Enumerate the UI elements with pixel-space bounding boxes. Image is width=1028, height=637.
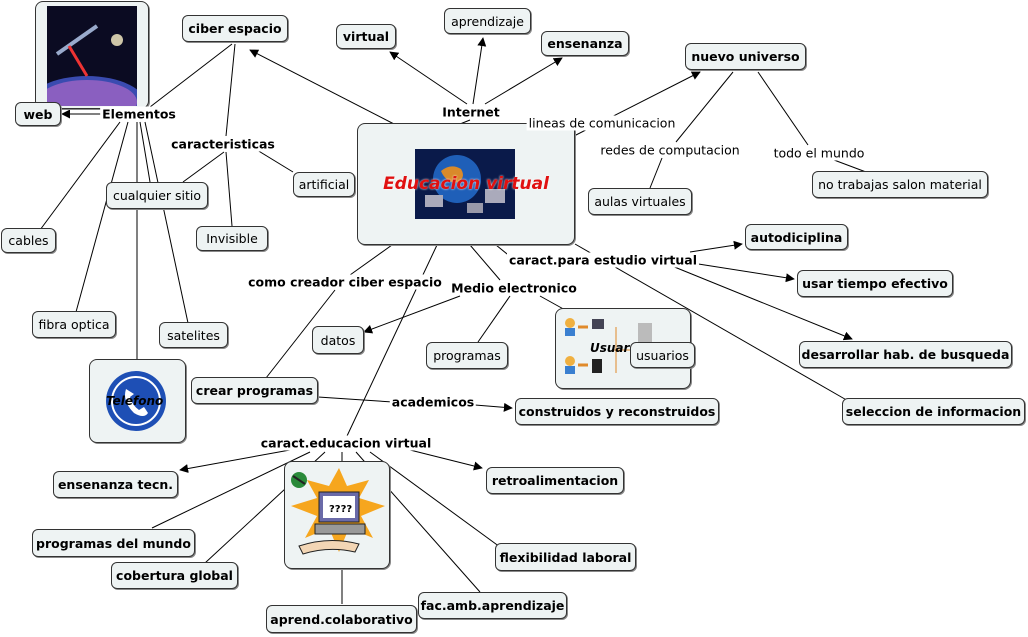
link-elementos: Elementos <box>100 106 178 122</box>
link-medio-electronico: Medio electronico <box>449 280 579 296</box>
computer-hand-icon: ???? <box>291 468 385 555</box>
node-retroalimentacion[interactable]: retroalimentacion <box>486 467 624 494</box>
node-construidos[interactable]: construidos y reconstruidos <box>515 398 719 425</box>
node-usuarios[interactable]: usuarios <box>630 342 695 368</box>
node-cualquier-sitio[interactable]: cualquier sitio <box>106 182 208 209</box>
usuarios-image-label: Usuar <box>590 341 630 355</box>
link-internet: Internet <box>440 104 502 120</box>
node-virtual[interactable]: virtual <box>336 24 396 49</box>
node-invisible[interactable]: Invisible <box>196 226 268 251</box>
node-aprendizaje[interactable]: aprendizaje <box>444 8 531 34</box>
satellite-icon <box>47 6 137 106</box>
node-fibra-optica[interactable]: fibra optica <box>32 311 116 338</box>
node-no-trabajas[interactable]: no trabajas salon material <box>812 171 988 198</box>
link-caract-estudio: caract.para estudio virtual <box>506 252 700 268</box>
node-fac-amb[interactable]: fac.amb.aprendizaje <box>418 592 567 619</box>
node-nuevo-universo[interactable]: nuevo universo <box>685 43 806 70</box>
satellite-image-box <box>35 1 149 109</box>
node-ensenanza[interactable]: ensenanza <box>541 31 629 56</box>
telefono-label: Telefono <box>106 394 164 408</box>
node-programas[interactable]: programas <box>426 342 508 369</box>
node-seleccion[interactable]: seleccion de informacion <box>842 398 1025 425</box>
node-cobertura[interactable]: cobertura global <box>111 562 238 589</box>
node-datos[interactable]: datos <box>312 326 364 354</box>
link-caracteristicas: caracteristicas <box>169 136 277 152</box>
node-usar-tiempo[interactable]: usar tiempo efectivo <box>797 270 953 297</box>
link-todo-mundo: todo el mundo <box>771 145 867 161</box>
link-caract-educacion: caract.educacion virtual <box>258 435 434 451</box>
node-desarrollar[interactable]: desarrollar hab. de busqueda <box>799 341 1012 368</box>
central-title: Educacion virtual <box>383 174 549 194</box>
link-lineas: lineas de comunicacion <box>526 115 678 131</box>
node-autodiciplina[interactable]: autodiciplina <box>745 224 848 250</box>
node-programas-mundo[interactable]: programas del mundo <box>32 529 195 557</box>
telefono-image-box: Telefono <box>89 359 186 443</box>
link-como-creador: como creador ciber espacio <box>246 274 444 290</box>
node-aulas-virtuales[interactable]: aulas virtuales <box>588 188 692 215</box>
node-satelites[interactable]: satelites <box>159 322 228 348</box>
network-users-icon <box>565 318 652 374</box>
node-ensenanza-tecn[interactable]: ensenanza tecn. <box>53 471 178 498</box>
node-aprend-colab[interactable]: aprend.colaborativo <box>266 605 417 633</box>
link-redes: redes de computacion <box>598 142 742 158</box>
node-web[interactable]: web <box>15 102 61 126</box>
node-cables[interactable]: cables <box>1 228 56 253</box>
svg-text:????: ???? <box>329 504 352 515</box>
link-academicos: academicos <box>389 394 477 410</box>
node-ciber-espacio[interactable]: ciber espacio <box>182 15 288 42</box>
node-crear-programas[interactable]: crear programas <box>191 377 318 404</box>
phone-icon <box>106 371 166 431</box>
computer-image-box: ???? <box>284 461 390 569</box>
globe-computer-image <box>415 149 515 219</box>
central-node[interactable]: Educacion virtual <box>357 123 575 245</box>
node-artificial[interactable]: artificial <box>293 172 355 197</box>
node-flexibilidad[interactable]: flexibilidad laboral <box>495 543 636 571</box>
